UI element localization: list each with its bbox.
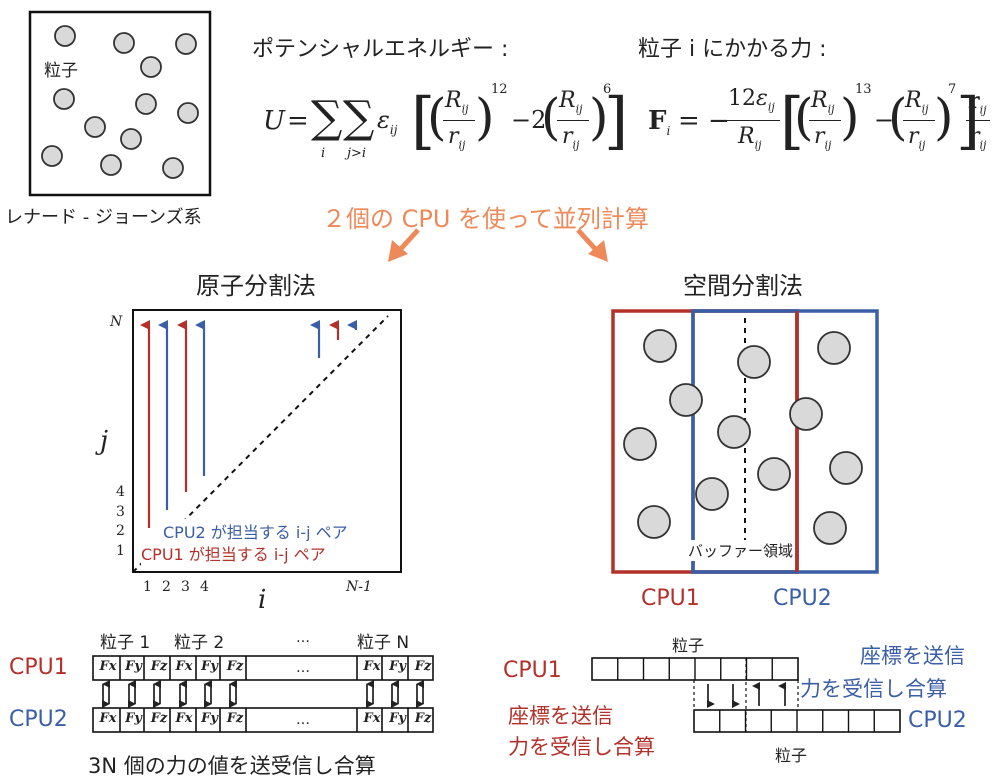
left-send-label: 座標を送信	[508, 704, 613, 728]
y-tick-n: N	[110, 314, 123, 330]
cpu2-pairs-label: CPU2 が担当する i-j ペア	[163, 519, 348, 543]
comm-particle-n: 粒子 N	[357, 633, 410, 653]
force-cell-label: Fz	[226, 659, 244, 674]
comm-ellipsis-row1: …	[296, 660, 310, 676]
force-cell-label: Fx	[99, 711, 117, 726]
left-recv-label: 力を受信し合算	[508, 735, 655, 759]
force-cell-label: Fx	[175, 711, 193, 726]
force-cell-label: Fy	[125, 711, 142, 726]
space-method-title: 空間分割法	[683, 272, 803, 300]
force-cell-label: Fz	[150, 711, 168, 726]
force-cell-label: Fy	[389, 659, 406, 674]
cpu1-pairs-label: CPU1 が担当する i-j ペア	[141, 541, 326, 565]
force-title: 粒子 i にかかる力 :	[638, 37, 827, 62]
comm-ellipsis-top: …	[296, 630, 310, 646]
atom-comm-caption: 3N 個の力の値を送受信し合算	[88, 754, 376, 778]
space-comm-arrows	[707, 682, 786, 708]
y-tick-3: 3	[116, 504, 125, 520]
lj-system-label: レナード - ジョーンズ系	[5, 207, 202, 228]
comm-particle-2: 粒子 2	[174, 633, 225, 653]
force-formula: Fi = − 12εij Rij [ ( Rij rij ) 13 − ( Ri…	[648, 78, 990, 178]
x-tick-3: 3	[181, 579, 190, 595]
space-particles	[623, 329, 863, 545]
orange-arrows	[388, 228, 608, 262]
x-tick-2: 2	[162, 579, 171, 595]
comm-cpu2-label: CPU2	[9, 707, 68, 732]
x-tick-4: 4	[200, 579, 209, 595]
force-cell-label: Fy	[125, 659, 142, 674]
axis-i-label: i	[258, 585, 267, 615]
force-cell-label: Fz	[414, 659, 432, 674]
force-cell-label: Fy	[201, 659, 218, 674]
potential-title: ポテンシャルエネルギー :	[252, 37, 509, 62]
force-cell-label: Fx	[175, 659, 193, 674]
cpu2-arrows	[158, 320, 358, 510]
space-cpu2-label: CPU2	[773, 586, 832, 611]
force-cell-label: Fy	[201, 711, 218, 726]
lj-particles	[41, 25, 199, 179]
space-comm-cells	[617, 658, 875, 732]
comm-particle-1: 粒子 1	[100, 633, 151, 653]
space-comm-guides	[693, 658, 799, 732]
space-comm-cpu2: CPU2	[908, 708, 967, 733]
right-recv-label: 力を受信し合算	[800, 677, 947, 701]
buffer-label: バッファー領域	[688, 540, 794, 561]
right-send-label: 座標を送信	[860, 644, 965, 668]
force-cell-label: Fy	[389, 711, 406, 726]
x-tick-1: 1	[143, 579, 152, 595]
force-cell-label: Fx	[363, 659, 381, 674]
space-comm-cpu1: CPU1	[503, 658, 562, 683]
atom-method-title: 原子分割法	[196, 272, 316, 300]
cpu1-arrows	[140, 320, 340, 528]
space-cpu1-label: CPU1	[641, 586, 700, 611]
comm-cpu1-label: CPU1	[9, 655, 68, 680]
potential-formula: U = ∑ i ∑ j>i εij [ ( Rij rij ) 12 −2 ( …	[263, 82, 612, 161]
space-particle-bottom: 粒子	[775, 746, 808, 765]
particle-label: 粒子	[44, 61, 78, 81]
y-tick-4: 4	[116, 484, 125, 500]
x-tick-n-1: N-1	[346, 579, 372, 595]
atom-comm-arrows	[102, 680, 424, 708]
force-cell-label: Fx	[99, 659, 117, 674]
potential-formula-close: ]	[604, 84, 629, 157]
lj-system-box	[28, 10, 212, 197]
force-cell-label: Fz	[414, 711, 432, 726]
force-cell-label: Fz	[226, 711, 244, 726]
axis-j-label: j	[100, 426, 109, 456]
space-particle-top: 粒子	[672, 636, 705, 655]
parallel-caption: ２個の CPU を使って並列計算	[322, 205, 649, 233]
atom-plot-frame	[132, 309, 402, 573]
y-tick-2: 2	[116, 523, 125, 539]
atom-comm-rows	[92, 655, 434, 733]
force-cell-label: Fx	[363, 711, 381, 726]
force-cell-label: Fz	[150, 659, 168, 674]
cpu2-region	[691, 309, 879, 574]
comm-ellipsis-row2: …	[296, 712, 310, 728]
y-tick-1: 1	[116, 543, 125, 559]
